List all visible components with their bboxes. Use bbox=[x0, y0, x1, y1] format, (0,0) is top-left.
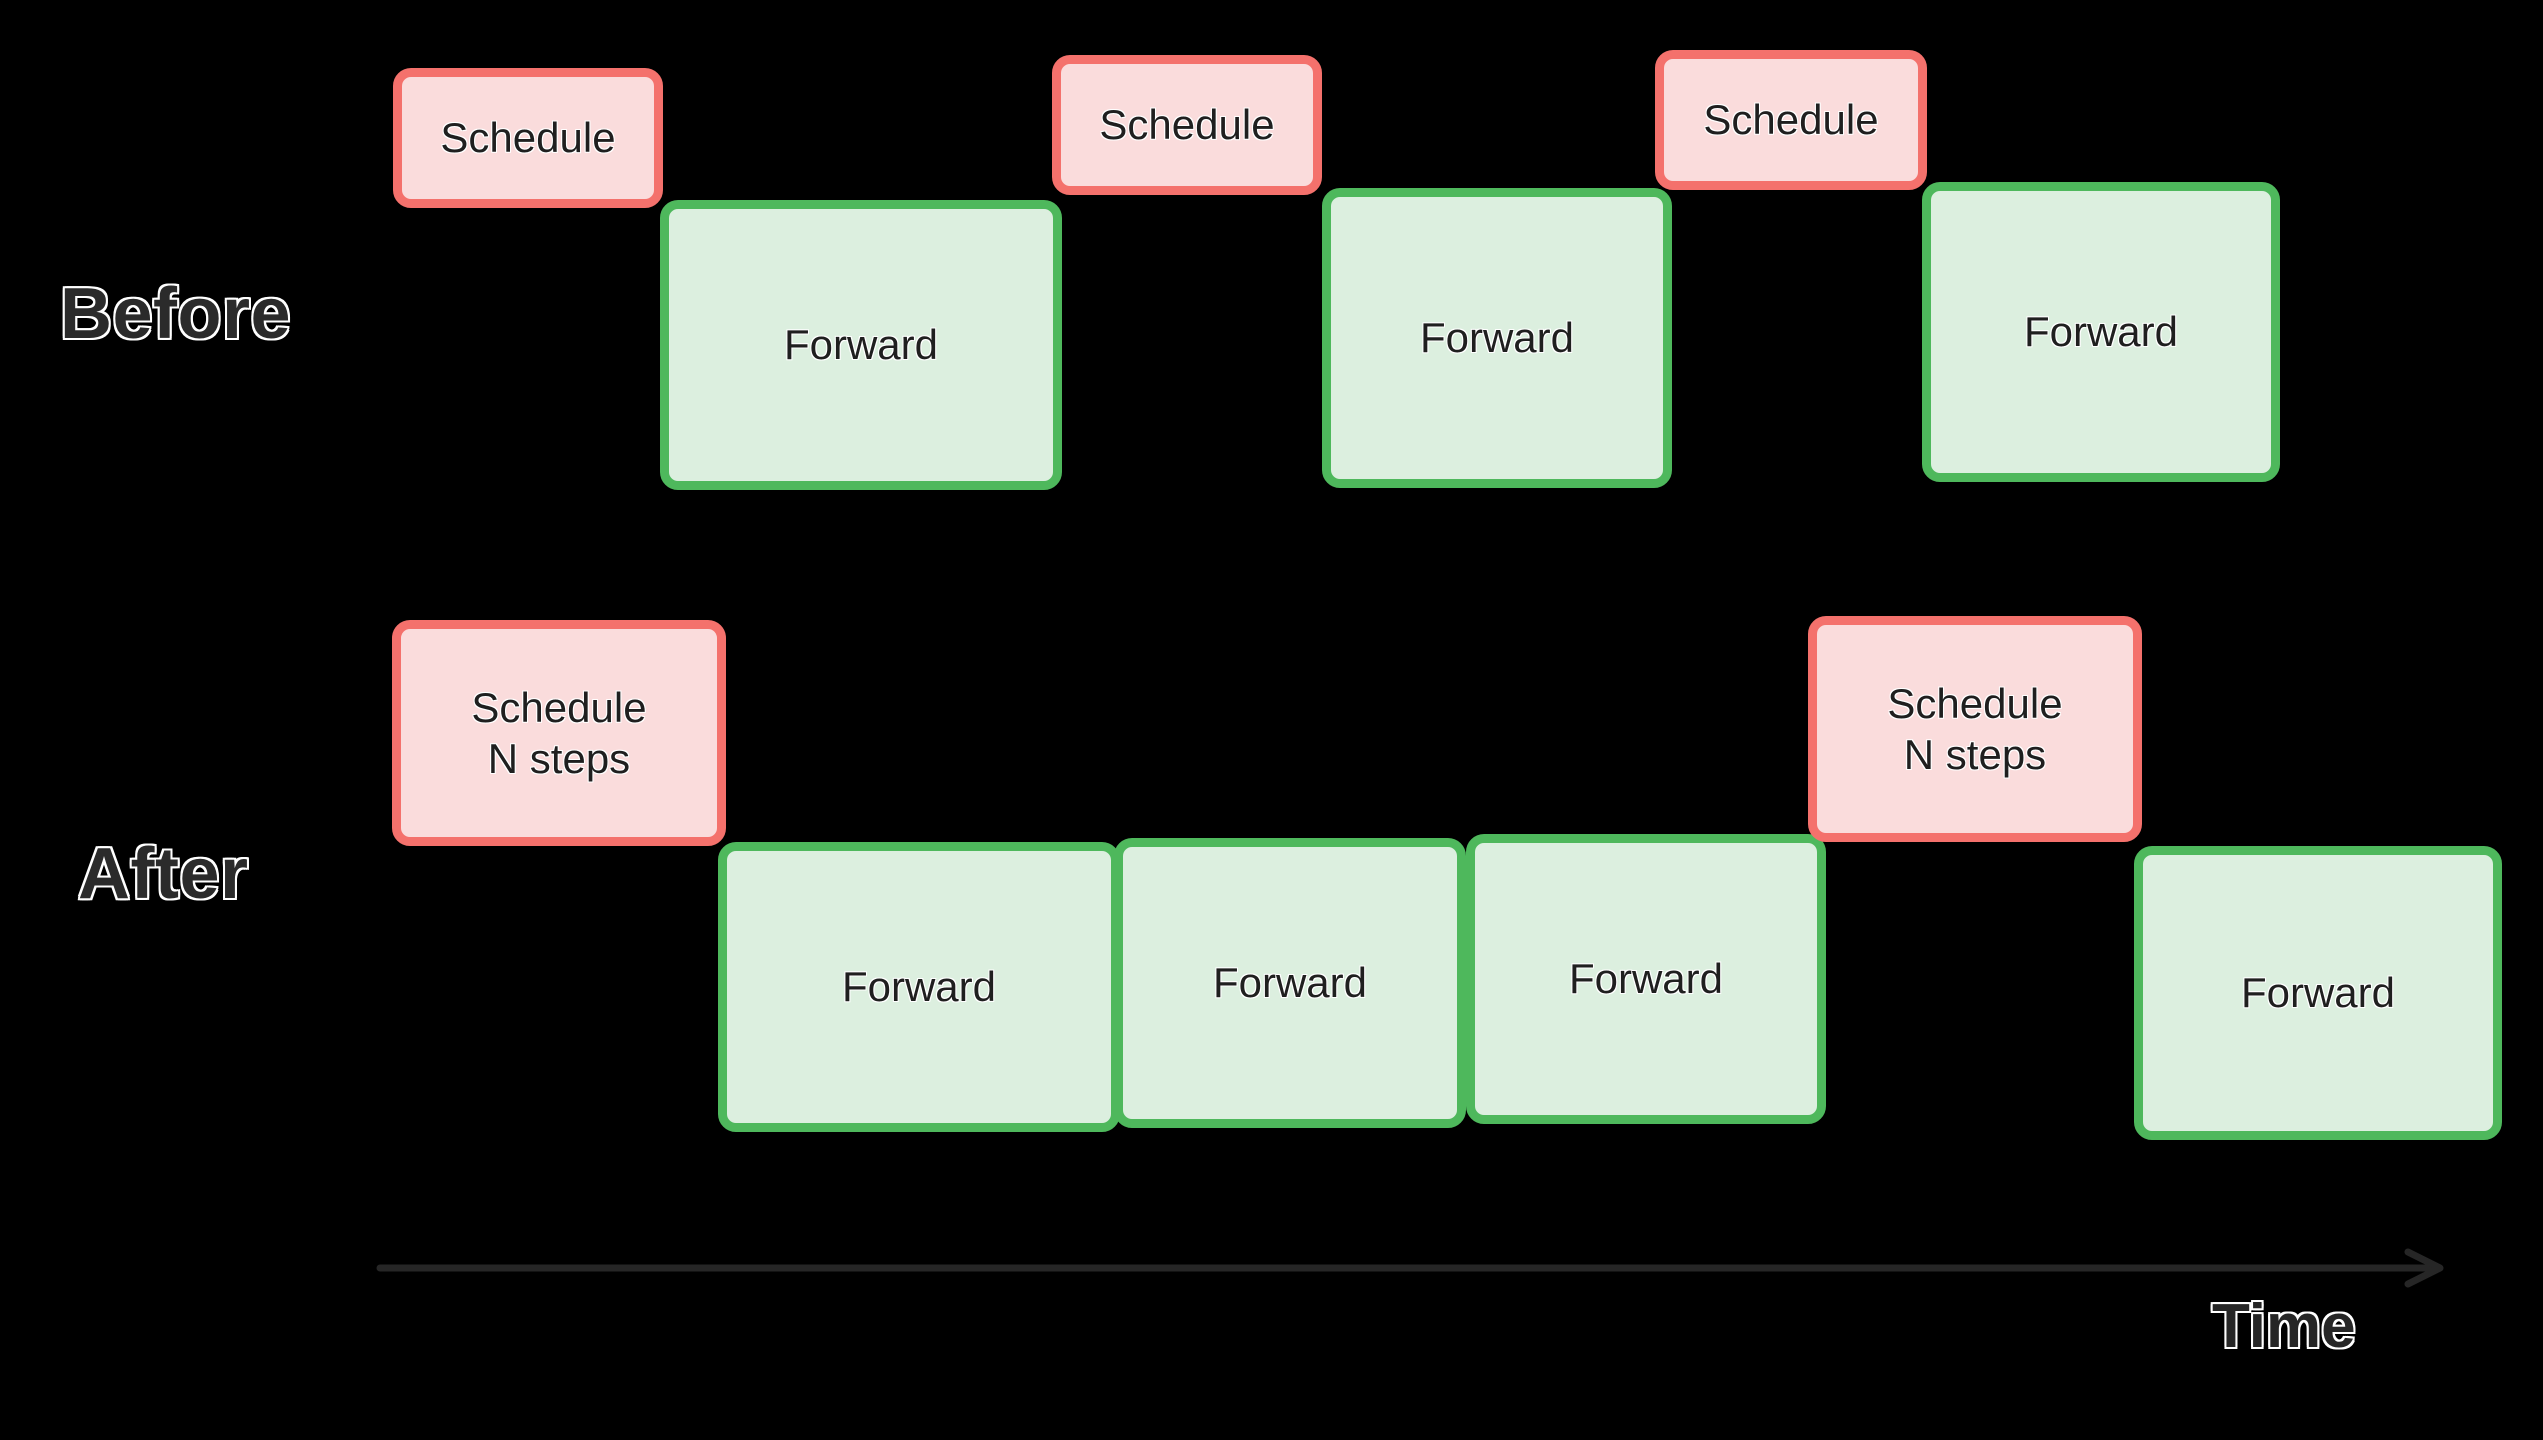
after-forward-label-1: Forward bbox=[841, 963, 997, 1011]
after-forward-label-3: Forward bbox=[1568, 955, 1724, 1003]
after-schedule-label-2: Schedule N steps bbox=[1887, 679, 2063, 778]
before-forward-label-3: Forward bbox=[2023, 308, 2179, 356]
before-schedule-block-3: Schedule bbox=[1655, 50, 1927, 190]
before-schedule-label-3: Schedule bbox=[1703, 96, 1879, 144]
after-forward-block-3: Forward bbox=[1466, 834, 1826, 1124]
row-label-before: Before bbox=[58, 277, 292, 352]
before-forward-label-2: Forward bbox=[1419, 314, 1575, 362]
after-forward-block-1: Forward bbox=[718, 842, 1120, 1132]
after-forward-label-4: Forward bbox=[2240, 969, 2396, 1017]
before-schedule-block-1: Schedule bbox=[393, 68, 663, 208]
after-forward-label-2: Forward bbox=[1212, 959, 1368, 1007]
before-schedule-label-2: Schedule bbox=[1099, 101, 1275, 149]
after-schedule-label-1: Schedule N steps bbox=[471, 683, 647, 782]
before-schedule-label-1: Schedule bbox=[440, 114, 616, 162]
time-axis-caption-text: Time bbox=[2211, 1292, 2357, 1361]
time-axis-arrow bbox=[376, 1248, 2444, 1288]
before-forward-label-1: Forward bbox=[783, 321, 939, 369]
row-label-after-text: After bbox=[77, 834, 250, 914]
before-forward-block-3: Forward bbox=[1922, 182, 2280, 482]
after-schedule-block-2: Schedule N steps bbox=[1808, 616, 2142, 842]
after-forward-block-4: Forward bbox=[2134, 846, 2502, 1140]
before-schedule-block-2: Schedule bbox=[1052, 55, 1322, 195]
before-forward-block-2: Forward bbox=[1322, 188, 1672, 488]
before-forward-block-1: Forward bbox=[660, 200, 1062, 490]
row-label-after: After bbox=[77, 837, 250, 912]
row-label-before-text: Before bbox=[58, 274, 292, 354]
after-forward-block-2: Forward bbox=[1114, 838, 1466, 1128]
after-schedule-block-1: Schedule N steps bbox=[392, 620, 726, 846]
time-axis-caption: Time bbox=[2211, 1294, 2357, 1359]
